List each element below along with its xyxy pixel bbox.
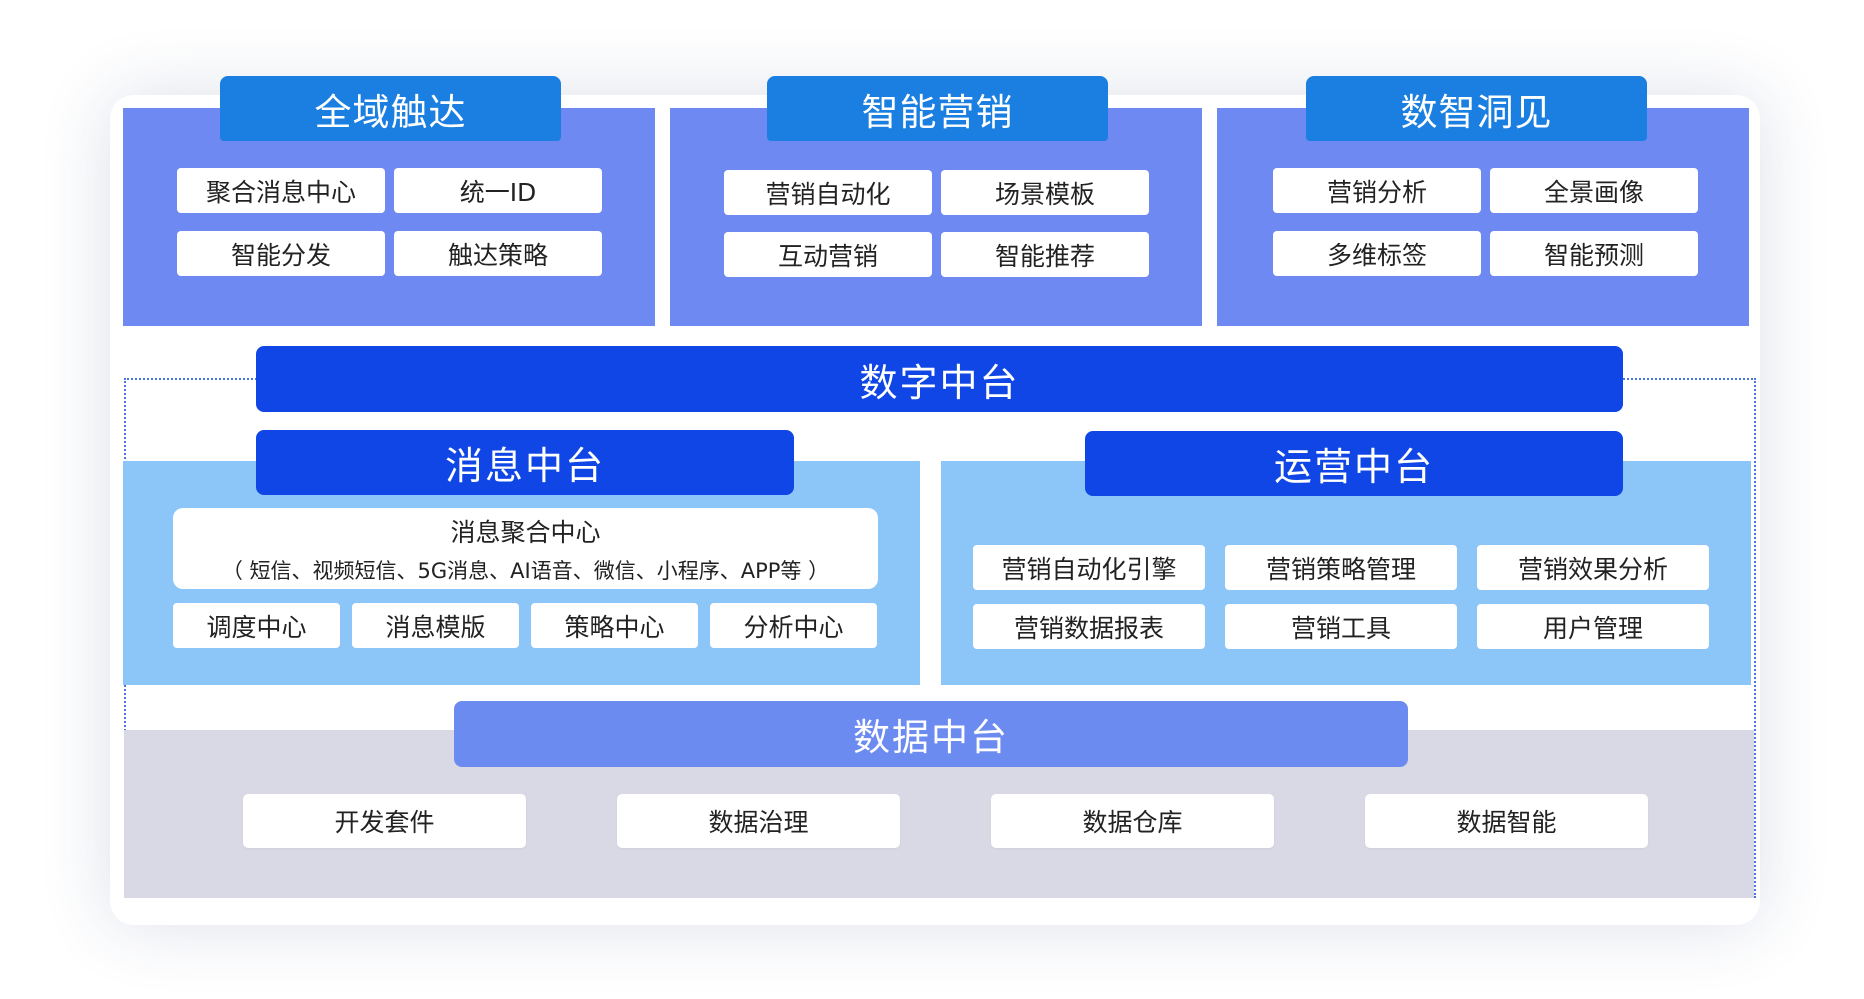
chip-full-profile: 全景画像 (1490, 168, 1698, 213)
message-aggregation-center-title: 消息聚合中心 (450, 517, 601, 547)
operation-platform-title: 运营中台 (1085, 431, 1623, 496)
chip-marketing-tools: 营销工具 (1225, 604, 1457, 649)
chip-user-management: 用户管理 (1477, 604, 1709, 649)
panel-data-insight-title: 数智洞见 (1306, 76, 1647, 141)
digital-platform-title: 数字中台 (256, 346, 1623, 412)
chip-unified-id: 统一ID (394, 168, 602, 213)
chip-aggregated-message-center: 聚合消息中心 (177, 168, 385, 213)
chip-dev-kit: 开发套件 (243, 794, 526, 848)
chip-marketing-automation-engine: 营销自动化引擎 (973, 545, 1205, 590)
chip-smart-distribution: 智能分发 (177, 231, 385, 276)
chip-smart-prediction: 智能预测 (1490, 231, 1698, 276)
message-aggregation-center-channels: （ 短信、视频短信、5G消息、AI语音、微信、小程序、APP等 ） (221, 558, 830, 583)
chip-marketing-effect-analysis: 营销效果分析 (1477, 545, 1709, 590)
panel-smart-marketing-title: 智能营销 (767, 76, 1108, 141)
data-platform-title: 数据中台 (454, 701, 1408, 767)
chip-marketing-automation: 营销自动化 (724, 170, 932, 215)
chip-data-governance: 数据治理 (617, 794, 900, 848)
panel-global-reach-title: 全域触达 (220, 76, 561, 141)
chip-interactive-marketing: 互动营销 (724, 232, 932, 277)
chip-analysis-center: 分析中心 (710, 603, 877, 648)
chip-marketing-strategy-management: 营销策略管理 (1225, 545, 1457, 590)
chip-data-intelligence: 数据智能 (1365, 794, 1648, 848)
message-platform-title: 消息中台 (256, 430, 794, 495)
chip-reach-strategy: 触达策略 (394, 231, 602, 276)
chip-dispatch-center: 调度中心 (173, 603, 340, 648)
chip-marketing-data-report: 营销数据报表 (973, 604, 1205, 649)
chip-scene-template: 场景模板 (941, 170, 1149, 215)
chip-smart-recommendation: 智能推荐 (941, 232, 1149, 277)
chip-data-warehouse: 数据仓库 (991, 794, 1274, 848)
panel-smart-marketing (670, 108, 1202, 326)
panel-data-insight (1217, 108, 1749, 326)
panel-global-reach (123, 108, 655, 326)
message-aggregation-center: 消息聚合中心 （ 短信、视频短信、5G消息、AI语音、微信、小程序、APP等 ） (173, 508, 878, 589)
chip-marketing-analysis: 营销分析 (1273, 168, 1481, 213)
chip-strategy-center: 策略中心 (531, 603, 698, 648)
chip-message-template: 消息模版 (352, 603, 519, 648)
chip-multi-tags: 多维标签 (1273, 231, 1481, 276)
